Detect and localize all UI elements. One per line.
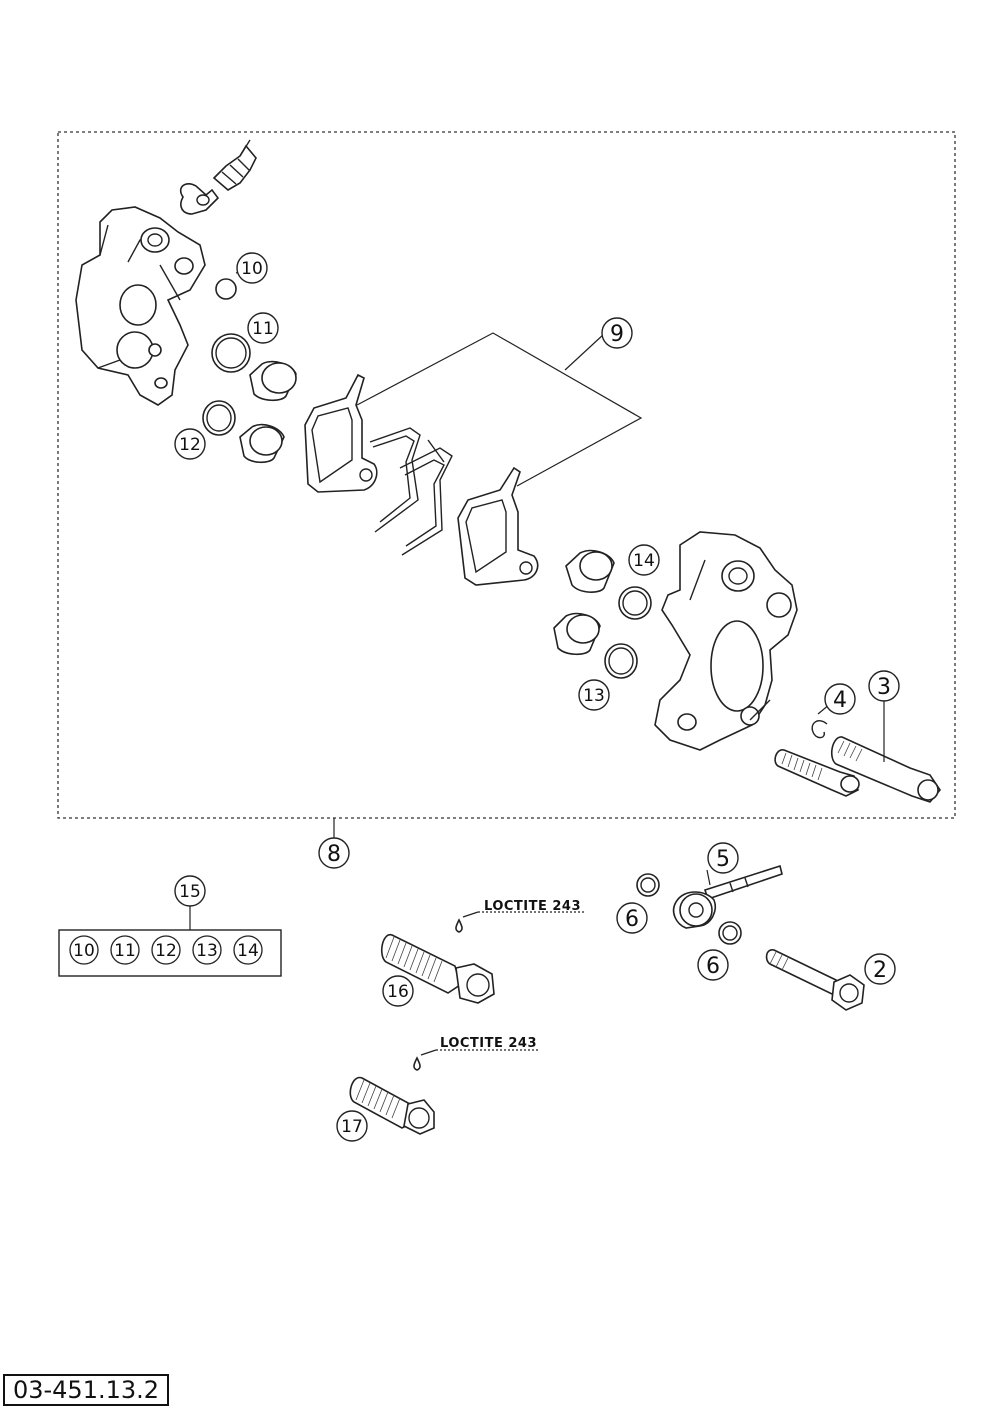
svg-text:12: 12 [155, 941, 177, 961]
callout-9: 9 [601, 317, 633, 349]
kit-item-11: 11 [110, 935, 140, 965]
callout-12: 12 [174, 428, 206, 460]
callout-3: 3 [868, 670, 900, 702]
svg-text:2: 2 [873, 958, 887, 983]
svg-text:6: 6 [706, 954, 720, 979]
callout-13: 13 [578, 679, 610, 711]
callout-15: 15 [174, 875, 206, 907]
kit-item-12: 12 [151, 935, 181, 965]
callout-14: 14 [628, 544, 660, 576]
callout-5: 5 [707, 842, 739, 874]
kit-item-13: 13 [192, 935, 222, 965]
piston-lower-right [553, 612, 601, 656]
kit-item-14: 14 [233, 935, 263, 965]
washer-6-upper [636, 873, 660, 897]
loctite-drop-icon [455, 918, 463, 933]
svg-text:3: 3 [877, 675, 891, 700]
brake-pad-left [304, 373, 378, 493]
loctite-note: LOCTITE 243 [484, 899, 581, 914]
loctite-note: LOCTITE 243 [440, 1036, 537, 1051]
svg-text:10: 10 [241, 259, 263, 279]
bolt-16 [380, 934, 495, 1004]
loctite-drop-icon [413, 1056, 421, 1071]
svg-text:15: 15 [179, 882, 201, 902]
callout-17: 17 [336, 1110, 368, 1142]
seal-12 [202, 400, 236, 436]
svg-text:12: 12 [179, 435, 201, 455]
callout-8: 8 [318, 837, 350, 869]
callout-4: 4 [824, 683, 856, 715]
svg-text:13: 13 [196, 941, 218, 961]
svg-text:13: 13 [583, 686, 605, 706]
banjo-bolt [765, 949, 865, 1011]
svg-text:5: 5 [716, 847, 730, 872]
brake-line [672, 864, 783, 929]
svg-text:6: 6 [625, 907, 639, 932]
svg-text:9: 9 [610, 322, 624, 347]
piston-lower-left [239, 423, 285, 464]
svg-text:16: 16 [387, 982, 409, 1002]
seal-13 [604, 643, 638, 679]
piston-upper-left [249, 360, 297, 402]
svg-text:14: 14 [633, 551, 655, 571]
svg-text:11: 11 [114, 941, 136, 961]
caliper-left-half [75, 206, 206, 406]
svg-text:14: 14 [237, 941, 259, 961]
guide-pin-3 [830, 736, 941, 803]
document-number: 03-451.13.2 [3, 1374, 169, 1406]
svg-text:17: 17 [341, 1117, 363, 1137]
caliper-pin-bolt [774, 749, 860, 797]
o-ring-10 [215, 278, 237, 300]
callout-6-upper: 6 [616, 902, 648, 934]
assembly-boundary [57, 131, 956, 819]
kit-item-10: 10 [69, 935, 99, 965]
seal-14 [618, 586, 652, 620]
svg-text:8: 8 [327, 842, 341, 867]
callout-16: 16 [382, 975, 414, 1007]
svg-text:4: 4 [833, 688, 847, 713]
svg-text:11: 11 [252, 319, 274, 339]
bolt-17 [349, 1076, 435, 1135]
washer-6-lower [718, 921, 742, 945]
callout-2: 2 [864, 953, 896, 985]
brake-pad-right [457, 466, 539, 586]
callout-11: 11 [247, 312, 279, 344]
svg-text:10: 10 [73, 941, 95, 961]
piston-upper-right [565, 549, 615, 593]
bleeder-cap [179, 182, 220, 215]
callout-10: 10 [236, 252, 268, 284]
callout-6-lower: 6 [697, 949, 729, 981]
caliper-right-half [654, 531, 798, 751]
seal-11 [211, 333, 251, 373]
retaining-clip [811, 720, 828, 739]
pad-spring [369, 427, 453, 556]
bleeder-valve [212, 139, 257, 191]
